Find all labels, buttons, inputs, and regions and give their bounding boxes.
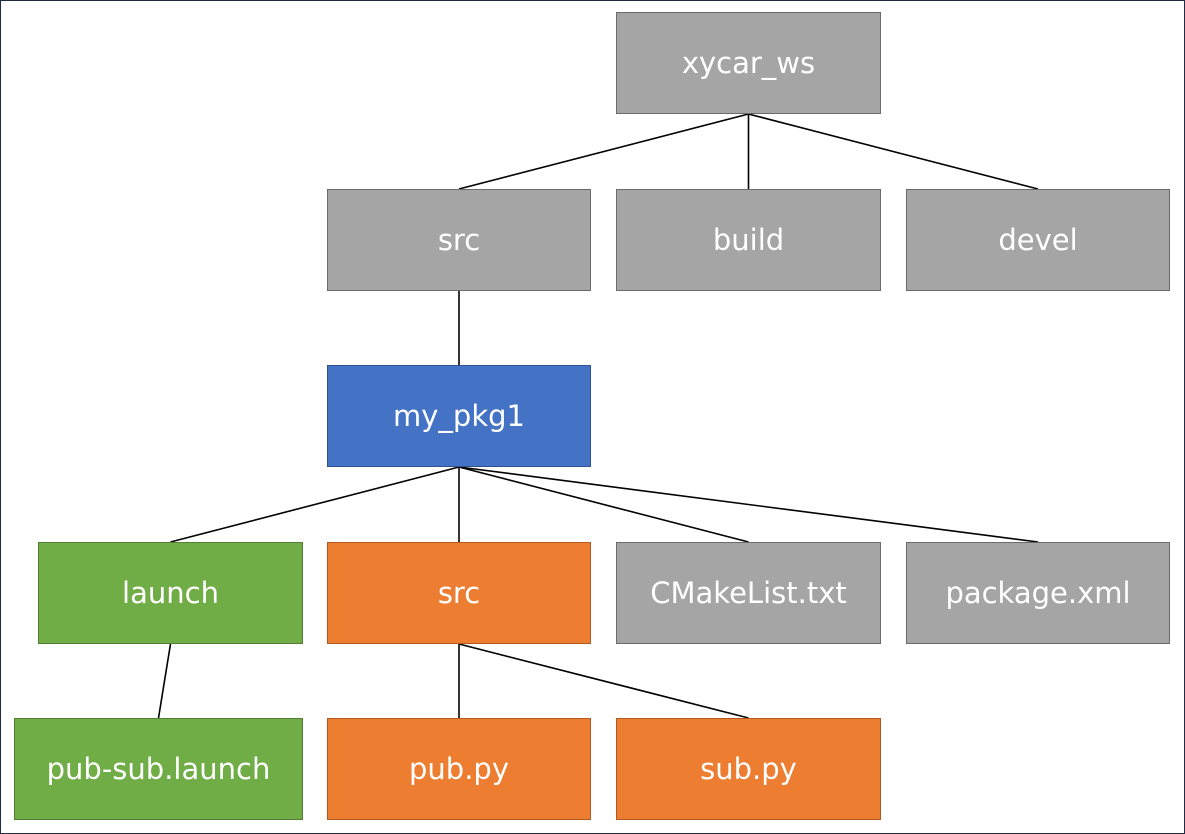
node-devel: devel <box>906 189 1170 291</box>
node-label: src <box>437 223 481 257</box>
node-label: pub-sub.launch <box>46 752 271 786</box>
node-label: build <box>712 223 785 257</box>
node-label: CMakeList.txt <box>650 576 847 610</box>
node-label: sub.py <box>700 752 797 786</box>
node-sub-py: sub.py <box>616 718 881 820</box>
node-build: build <box>616 189 881 291</box>
node-label: my_pkg1 <box>393 399 525 433</box>
node-label: package.xml <box>945 576 1131 610</box>
node-label: pub.py <box>409 752 509 786</box>
node-pkg-src: src <box>327 542 591 644</box>
edge-launch-launch_file <box>157 643 172 719</box>
node-cmakelist: CMakeList.txt <box>616 542 881 644</box>
edge-root-devel <box>748 113 1039 190</box>
node-src: src <box>327 189 591 291</box>
node-xycar-ws: xycar_ws <box>616 12 881 114</box>
node-label: devel <box>998 223 1078 257</box>
node-my-pkg1: my_pkg1 <box>327 365 591 467</box>
edge-pkg-cmake <box>458 466 749 543</box>
node-package-xml: package.xml <box>906 542 1170 644</box>
node-label: launch <box>122 576 219 610</box>
node-pub-sub-launch: pub-sub.launch <box>14 718 303 820</box>
edge-pkg-package_xml <box>458 466 1039 543</box>
node-launch: launch <box>38 542 303 644</box>
edge-pkg_src-sub <box>458 643 749 719</box>
edge-pkg-launch <box>170 466 460 543</box>
node-pub-py: pub.py <box>327 718 591 820</box>
node-label: xycar_ws <box>681 46 816 80</box>
node-label: src <box>437 576 481 610</box>
edge-root-src <box>458 113 749 190</box>
